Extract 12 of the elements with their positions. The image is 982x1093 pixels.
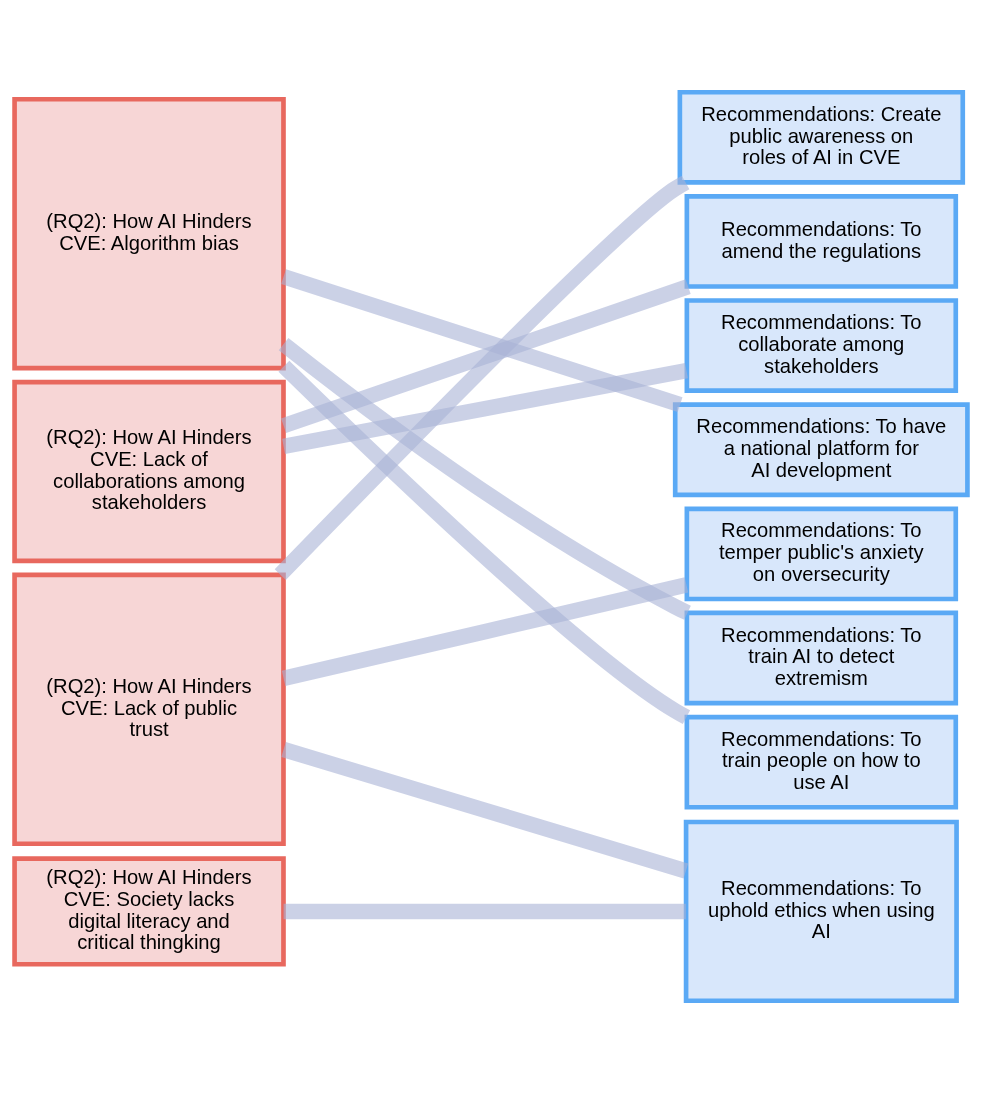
node-box: Recommendations: To amend the regulations (684, 194, 959, 289)
node-box: Recommendations: To temper public's anxiety on oversecurity (684, 506, 959, 602)
node-box: Recommendations: To train AI to detect extremism (684, 610, 959, 706)
node-box: (RQ2): How AI Hinders CVE: Lack of collaborations among stakeholders (12, 379, 286, 564)
node-box: (RQ2): How AI Hinders CVE: Algorithm bias (12, 96, 286, 371)
node-box: Recommendations: To have a national platform for AI development (672, 402, 970, 498)
node-box: Recommendations: To collaborate among stakeholders (684, 298, 959, 393)
node-box: (RQ2): How AI Hinders CVE: Society lacks digital literacy and critical thingking (12, 856, 286, 967)
node-box: (RQ2): How AI Hinders CVE: Lack of public trust (12, 572, 286, 847)
node-box: Recommendations: Create public awareness on roles of AI in CVE (677, 89, 966, 185)
node-box: Recommendations: To train people on how to use AI (684, 714, 959, 810)
node-box: Recommendations: To uphold ethics when using AI (683, 819, 959, 1004)
